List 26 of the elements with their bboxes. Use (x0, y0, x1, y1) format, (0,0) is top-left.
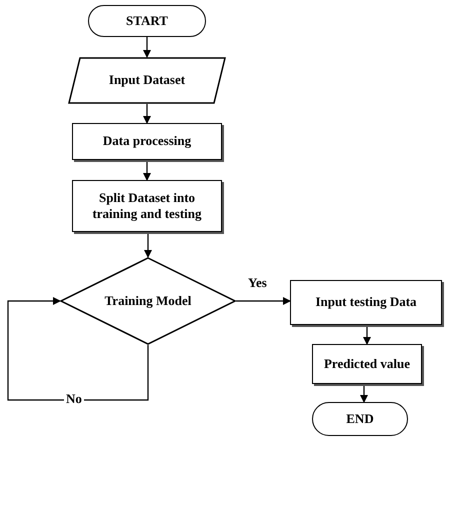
node-text: END (345, 410, 375, 428)
arrow (143, 160, 151, 181)
node-text: Input Dataset (108, 72, 186, 89)
node-text: Data processing (102, 133, 192, 150)
node-text: Input testing Data (314, 294, 418, 311)
end-terminal (312, 402, 408, 436)
arrow (144, 232, 152, 258)
start-terminal (88, 5, 206, 37)
process-box (72, 123, 222, 160)
node-text: Predicted value (322, 356, 412, 372)
arrow (236, 297, 291, 305)
arrow (143, 37, 151, 58)
edge-label: No (64, 392, 84, 405)
process-box (290, 280, 442, 325)
arrow (363, 325, 371, 345)
process-box (72, 180, 222, 232)
arrow (360, 384, 368, 403)
edge-label: Yes (246, 276, 269, 289)
decision-diamond (60, 257, 236, 345)
process-box (312, 344, 422, 384)
input-parallelogram (68, 57, 226, 104)
arrow (7, 297, 149, 401)
arrow (143, 104, 151, 124)
node-text: Training Model (104, 292, 192, 310)
node-text: START (125, 12, 169, 30)
node-text: Split Dataset into training and testing (91, 190, 203, 222)
